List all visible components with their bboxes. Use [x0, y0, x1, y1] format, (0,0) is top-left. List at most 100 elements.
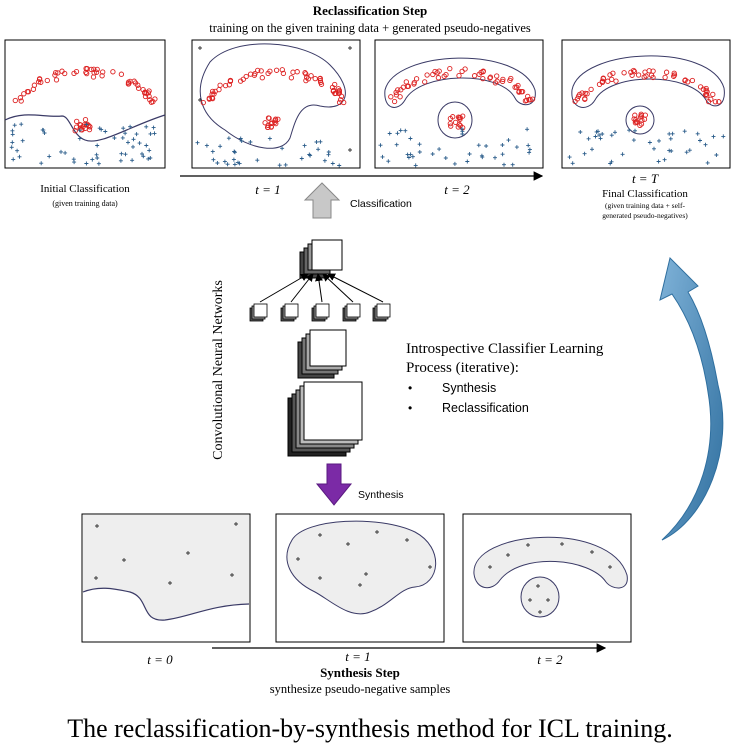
positive-marker [630, 67, 637, 74]
negative-marker [493, 155, 497, 160]
positive-marker [712, 99, 719, 105]
negative-marker [267, 136, 272, 141]
classification-arrow-icon [303, 182, 341, 219]
positive-marker [447, 115, 454, 122]
positive-marker [209, 91, 215, 97]
negative-samples [378, 127, 532, 168]
output-layer-stack [299, 239, 343, 279]
timeline-bottom-t0: t = 0 [147, 652, 173, 667]
positive-marker [30, 86, 37, 92]
negative-marker [103, 129, 108, 134]
positive-marker [269, 120, 275, 126]
positive-marker [430, 71, 436, 78]
positive-marker [413, 76, 420, 82]
positive-marker [247, 71, 254, 77]
positive-marker [209, 88, 216, 95]
negative-marker [337, 163, 342, 168]
positive-marker [288, 75, 295, 81]
positive-marker [447, 120, 453, 127]
negative-marker [476, 143, 481, 148]
negative-marker [527, 147, 532, 152]
positive-marker [94, 66, 100, 73]
positive-marker [12, 97, 18, 104]
positive-marker [302, 70, 308, 76]
positive-marker [84, 66, 90, 72]
negative-marker [283, 162, 288, 167]
synthesis-panel-t2 [462, 513, 632, 643]
negative-marker [668, 136, 673, 141]
negative-marker [11, 157, 16, 162]
negative-marker [698, 138, 702, 143]
negative-marker [667, 131, 672, 136]
negative-marker [417, 142, 422, 147]
positive-marker [631, 68, 638, 75]
negative-marker [84, 122, 89, 127]
positive-marker [494, 73, 500, 79]
negative-marker [234, 522, 238, 526]
negative-marker [528, 598, 532, 602]
positive-marker [476, 71, 482, 77]
negative-marker [97, 126, 102, 131]
negative-marker [484, 144, 489, 148]
negative-marker [620, 152, 625, 157]
negative-marker [147, 148, 152, 153]
negative-marker [120, 135, 125, 140]
classification-label: Classification [350, 198, 412, 210]
positive-marker [36, 76, 43, 83]
negative-marker [316, 147, 321, 152]
positive-marker [265, 70, 271, 77]
negative-marker [506, 138, 511, 143]
negative-marker [123, 131, 128, 136]
timeline-bottom-t2: t = 2 [537, 652, 563, 667]
positive-marker [716, 99, 722, 105]
negative-marker [567, 155, 572, 160]
positive-marker [447, 65, 453, 72]
negative-marker [126, 140, 130, 145]
negative-marker [119, 151, 124, 156]
positive-marker [74, 118, 80, 125]
negative-marker [40, 127, 45, 132]
negative-marker [656, 159, 661, 164]
negative-marker [123, 152, 128, 157]
filter-connection [327, 273, 384, 303]
negative-marker [141, 154, 146, 159]
negative-marker [12, 123, 17, 128]
negative-marker [318, 576, 322, 580]
negative-marker [96, 161, 101, 166]
negative-marker [95, 143, 100, 148]
positive-marker [452, 119, 459, 126]
negative-marker [430, 152, 435, 156]
positive-marker [572, 98, 578, 105]
negative-marker [10, 128, 15, 133]
negative-marker [210, 149, 215, 154]
positive-samples [200, 67, 347, 131]
positive-marker [646, 68, 652, 74]
positive-marker [275, 116, 281, 122]
final-classification-note-1: (given training data + self- [605, 201, 686, 210]
positive-marker [689, 77, 696, 84]
negative-marker [314, 140, 319, 144]
negative-marker [386, 159, 391, 164]
positive-marker [494, 78, 500, 84]
positive-marker [90, 74, 97, 80]
positive-marker [599, 79, 606, 86]
positive-marker [529, 96, 536, 102]
negative-marker [299, 156, 304, 161]
negative-marker [59, 149, 63, 154]
negative-marker [488, 565, 492, 569]
positive-samples [12, 65, 158, 134]
negative-marker [657, 138, 661, 143]
reclassification-subheading: training on the given training data + ge… [209, 21, 531, 35]
negative-marker [502, 162, 506, 167]
negative-marker [460, 129, 465, 134]
negative-marker [410, 154, 415, 159]
positive-marker [519, 88, 526, 95]
negative-marker [465, 159, 470, 164]
synthesis-subheading: synthesize pseudo-negative samples [270, 682, 451, 696]
positive-marker [629, 72, 635, 78]
negative-marker [15, 148, 20, 153]
positive-marker [273, 67, 280, 73]
positive-marker [637, 122, 643, 129]
negative-marker [20, 138, 25, 143]
positive-marker [579, 90, 585, 96]
